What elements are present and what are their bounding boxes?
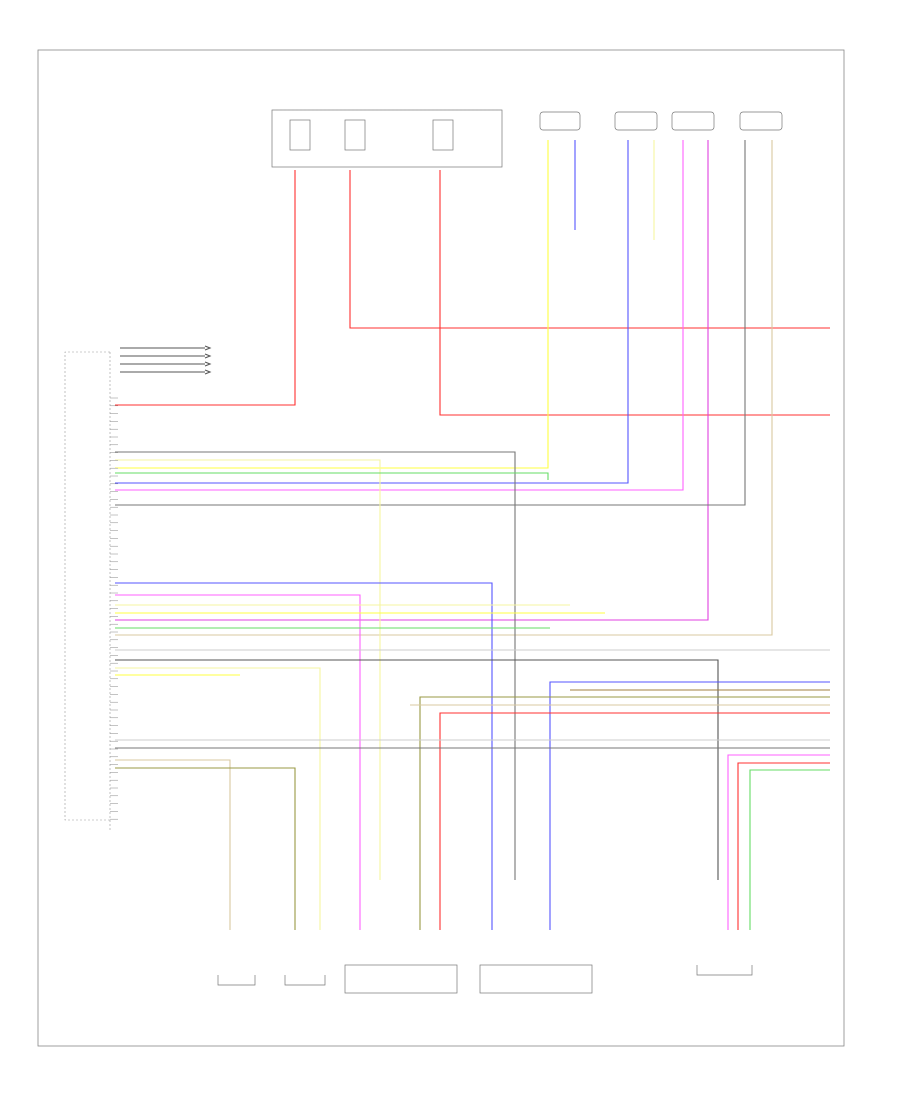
wire-pink-right-low [727,754,830,930]
wire-lightyellow-module-a [115,459,381,880]
wire-gray-c4 [115,140,746,506]
output-arrow [120,361,212,367]
wire-lightyellow-module-c [115,667,321,930]
wire-green-module [115,472,549,480]
audio-module [64,351,111,830]
wire-pink-module [115,594,361,930]
top-connector-c2 [614,111,658,131]
component-rf-door-speaker [344,964,458,994]
output-arrow [120,345,212,351]
wire-tan-c4 [115,140,773,636]
wire-red-right-low2 [737,762,830,930]
wire-red-right [439,170,830,416]
wire-blue-right [549,681,830,930]
wire-green-right-low [749,769,830,930]
wire-gray-module-a [115,451,516,880]
top-fuse-box [271,109,503,168]
wire-red-right-low [439,712,830,930]
wire-darkgray-module [115,659,719,880]
wire-red-mid [349,170,830,329]
component-lf-door-speaker [479,964,593,994]
component-rr-tweeter [217,975,256,986]
diagram-frame [37,49,845,1047]
wire-blue-c2 [115,140,629,484]
top-connector-c1 [539,111,581,131]
wire-olive-right [419,696,830,930]
wire-yellow-c1 [115,140,549,469]
wire-tan-module-low [115,759,231,930]
top-connector-c3 [671,111,715,131]
wire-olive-module-low [115,767,296,930]
wire-pink-c3 [115,140,684,491]
wire-group [110,140,830,930]
component-lr-tweeter [284,975,326,986]
component-rr-speaker-cluster [696,965,753,976]
wire-red-top [115,170,296,406]
wire-magenta-c3 [115,140,709,621]
wire-blue-module [115,582,493,930]
output-arrow [120,369,212,375]
output-arrow [120,353,212,359]
top-connector-c4 [739,111,783,131]
